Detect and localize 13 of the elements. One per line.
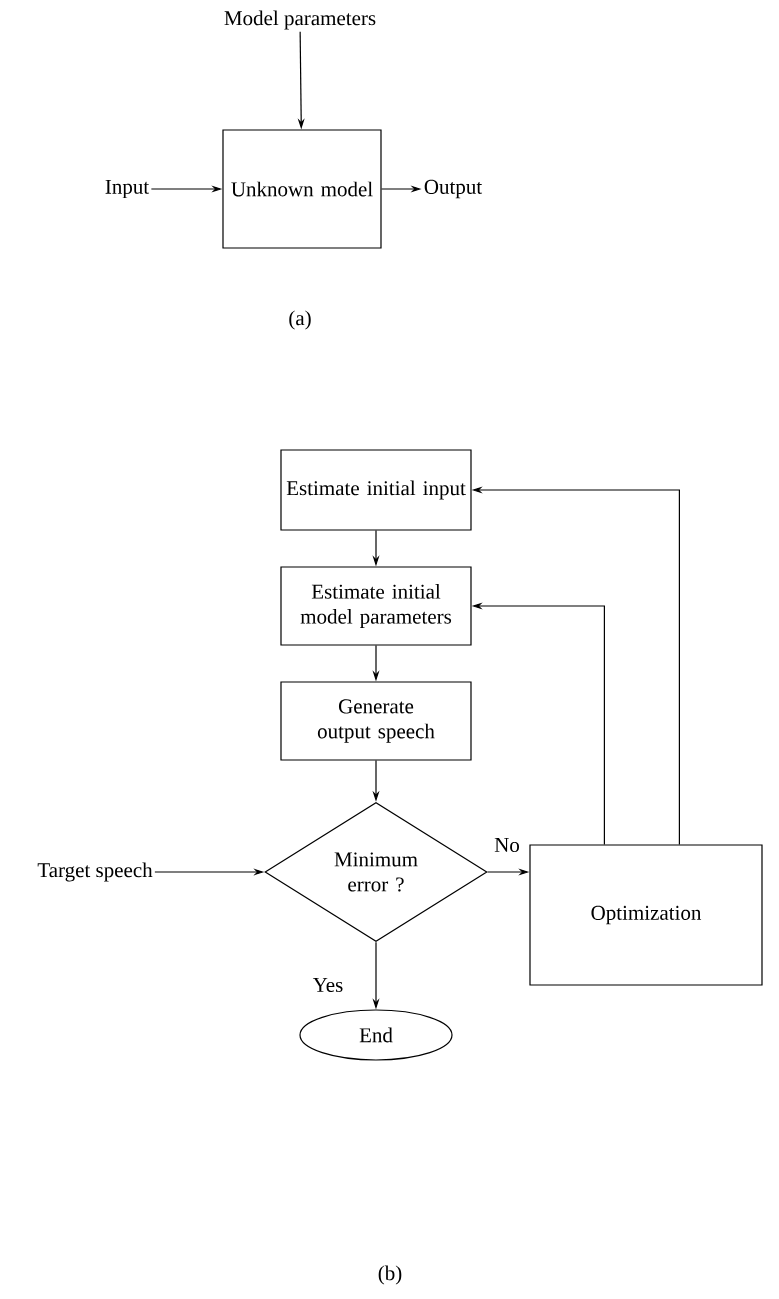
input-label: Input <box>105 179 150 199</box>
edge-label: No <box>493 837 521 853</box>
input-label: Model parameters <box>224 10 376 30</box>
subfigure-label: (a) <box>289 310 311 330</box>
process-box: Estimate initial model parameters <box>280 566 472 646</box>
process-box: Generate output speech <box>280 681 472 761</box>
process-box: Estimate initial input <box>280 449 472 531</box>
process-box: Optimization <box>529 844 763 986</box>
output-label: Output <box>424 179 483 199</box>
input-label: Target speech <box>37 862 153 882</box>
edge-label: Yes <box>311 977 345 993</box>
process-box: Unknown model <box>222 129 382 249</box>
subfigure-label: (b) <box>378 1265 402 1285</box>
